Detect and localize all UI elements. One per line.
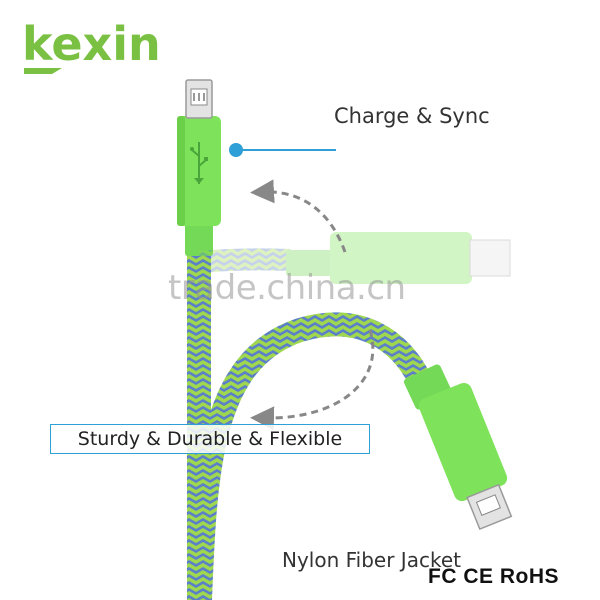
usb-icon <box>190 142 208 184</box>
logo-text: kexin <box>22 17 161 71</box>
bent-cable-faded <box>198 232 511 284</box>
sturdy-label: Sturdy & Durable & Flexible <box>77 428 343 450</box>
watermark: trade.china.cn <box>168 268 406 308</box>
bend-arrow-top <box>250 179 347 253</box>
nylon-label: Nylon Fiber Jacket <box>282 548 461 572</box>
bend-arrow-bottom <box>250 329 375 431</box>
charge-sync-label: Charge & Sync <box>334 104 490 128</box>
certification-marks: FC CE RoHS <box>428 565 559 588</box>
kexin-logo: kexin <box>22 17 161 74</box>
sturdy-label-box: Sturdy & Durable & Flexible <box>50 424 370 454</box>
curved-cable <box>188 312 513 600</box>
charge-callout-dot <box>229 143 243 157</box>
